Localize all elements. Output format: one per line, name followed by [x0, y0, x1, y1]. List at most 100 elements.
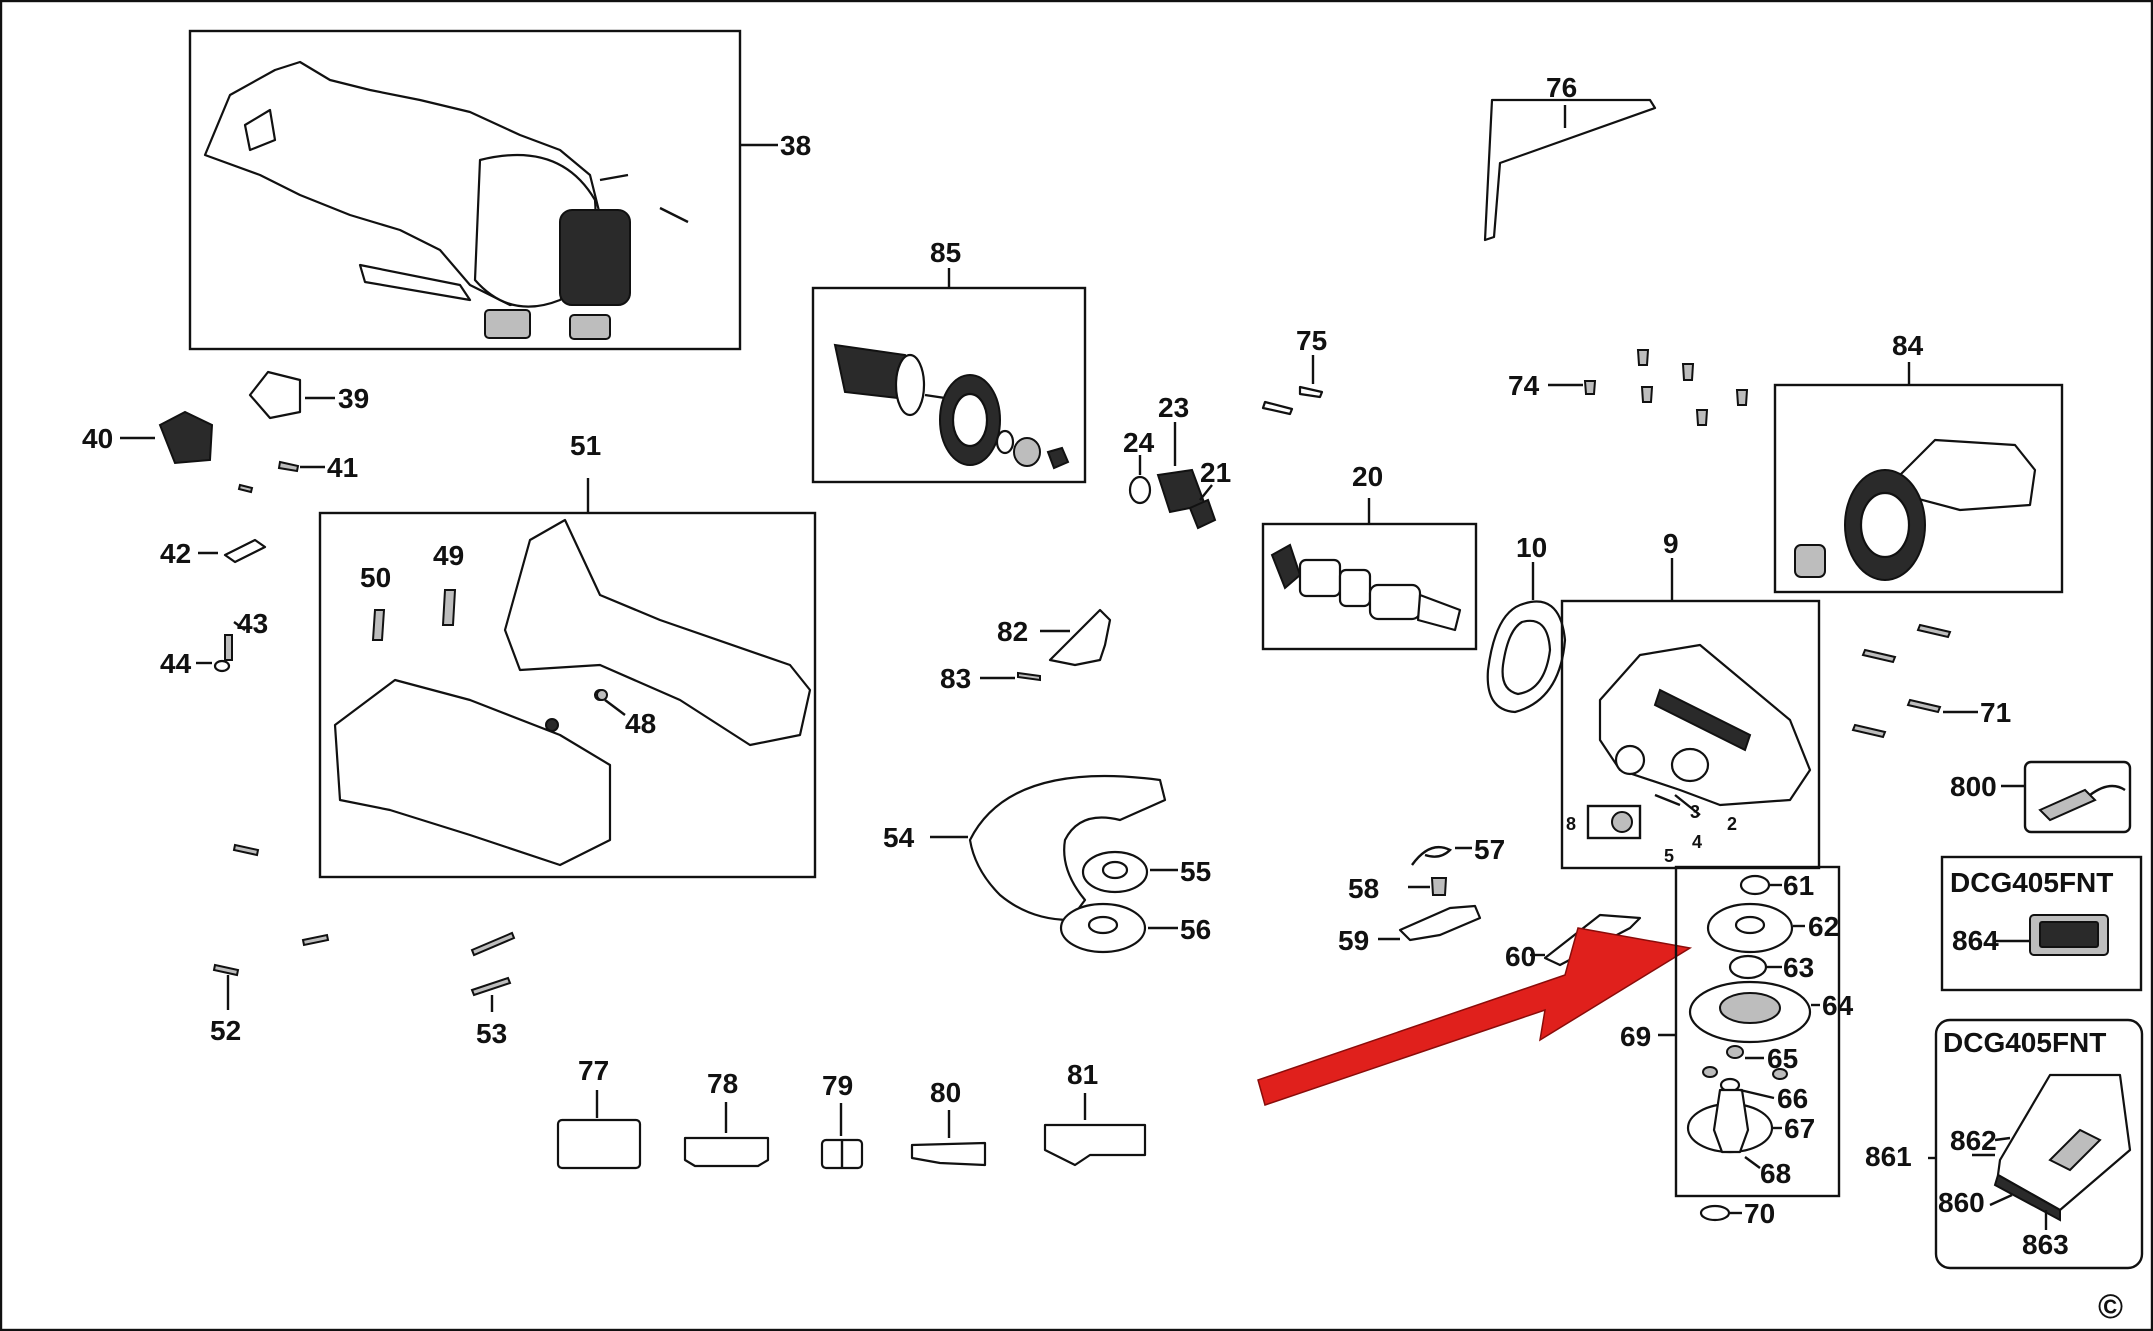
label-862[interactable]: 862 [1950, 1125, 1997, 1156]
part-85-armature[interactable] [811, 286, 1087, 484]
part-20-shaft[interactable] [1261, 522, 1478, 651]
part-74-screws[interactable] [1583, 349, 1749, 426]
part-43-spring[interactable] [224, 634, 233, 661]
label-63[interactable]: 63 [1783, 952, 1814, 983]
part-40-button[interactable] [158, 410, 214, 465]
label-3[interactable]: 3 [1690, 802, 1700, 822]
part-83-pin[interactable] [1017, 671, 1041, 682]
label-864[interactable]: 864 [1952, 925, 1999, 956]
part-68-spindle[interactable] [1712, 1088, 1750, 1154]
label-76[interactable]: 76 [1546, 72, 1577, 103]
label-800[interactable]: 800 [1950, 771, 1997, 802]
label-85[interactable]: 85 [930, 237, 961, 268]
part-82-lever[interactable] [1048, 608, 1112, 667]
part-52-screws[interactable] [212, 843, 330, 977]
part-64-plate[interactable] [1688, 980, 1812, 1044]
part-53-screws[interactable] [470, 931, 516, 997]
label-60[interactable]: 60 [1505, 941, 1536, 972]
label-81[interactable]: 81 [1067, 1059, 1098, 1090]
label-861[interactable]: 861 [1865, 1141, 1912, 1172]
part-56-nut[interactable] [1059, 902, 1147, 954]
part-71-pins[interactable] [1851, 623, 1952, 739]
label-71[interactable]: 71 [1980, 697, 2011, 728]
label-52[interactable]: 52 [210, 1015, 241, 1046]
part-38-assembly[interactable] [188, 29, 742, 351]
part-24-oring[interactable] [1128, 475, 1152, 505]
label-43[interactable]: 43 [237, 608, 268, 639]
label-860[interactable]: 860 [1938, 1187, 1985, 1218]
part-70-ring[interactable] [1699, 1204, 1731, 1222]
label-8[interactable]: 8 [1566, 814, 1576, 834]
label-2[interactable]: 2 [1727, 814, 1737, 834]
label-41[interactable]: 41 [327, 452, 358, 483]
part-69-assembly[interactable] [1674, 865, 1841, 1198]
label-67[interactable]: 67 [1784, 1113, 1815, 1144]
label-65[interactable]: 65 [1767, 1043, 1798, 1074]
label-24[interactable]: 24 [1123, 427, 1155, 458]
label-56[interactable]: 56 [1180, 914, 1211, 945]
label-50[interactable]: 50 [360, 562, 391, 593]
part-54-guard[interactable] [968, 774, 1167, 922]
part-61-washer[interactable] [1739, 874, 1771, 896]
part-48-screw[interactable] [596, 689, 608, 701]
part-800-cable[interactable] [2023, 760, 2132, 834]
label-55[interactable]: 55 [1180, 856, 1211, 887]
label-4[interactable]: 4 [1692, 832, 1702, 852]
label-53[interactable]: 53 [476, 1018, 507, 1049]
part-59-latch[interactable] [1398, 904, 1482, 942]
part-57-spring[interactable] [1411, 845, 1453, 866]
label-48[interactable]: 48 [625, 708, 656, 739]
label-62[interactable]: 62 [1808, 911, 1839, 942]
part-51-housing[interactable] [318, 511, 817, 879]
label-68[interactable]: 68 [1760, 1158, 1791, 1189]
label-58[interactable]: 58 [1348, 873, 1379, 904]
label-44[interactable]: 44 [160, 648, 192, 679]
label-66[interactable]: 66 [1777, 1083, 1808, 1114]
label-38[interactable]: 38 [780, 130, 811, 161]
part-55-flange[interactable] [1081, 850, 1149, 894]
label-83[interactable]: 83 [940, 663, 971, 694]
label-51[interactable]: 51 [570, 430, 601, 461]
part-44-pin[interactable] [213, 659, 231, 673]
part-79-label[interactable] [820, 1138, 864, 1170]
part-21-nut[interactable] [1188, 498, 1217, 530]
label-40[interactable]: 40 [82, 423, 113, 454]
part-76-hex-key[interactable] [1483, 98, 1657, 242]
part-75-screws[interactable] [1261, 385, 1324, 416]
label-70[interactable]: 70 [1744, 1198, 1775, 1229]
part-77-label[interactable] [556, 1118, 642, 1170]
label-20[interactable]: 20 [1352, 461, 1383, 492]
part-9-gear-case[interactable] [1560, 599, 1821, 870]
label-49[interactable]: 49 [433, 540, 464, 571]
part-84-side-handle[interactable] [1773, 383, 2064, 594]
part-39-switch[interactable] [248, 370, 302, 420]
label-39[interactable]: 39 [338, 383, 369, 414]
label-21[interactable]: 21 [1200, 457, 1231, 488]
label-59[interactable]: 59 [1338, 925, 1369, 956]
label-80[interactable]: 80 [930, 1077, 961, 1108]
part-63-bearing[interactable] [1728, 954, 1768, 980]
part-42-bracket[interactable] [223, 538, 267, 564]
label-74[interactable]: 74 [1508, 370, 1540, 401]
part-58-screw[interactable] [1430, 877, 1448, 896]
label-64[interactable]: 64 [1822, 990, 1854, 1021]
part-65-screws[interactable] [1702, 1045, 1788, 1080]
label-54[interactable]: 54 [883, 822, 915, 853]
label-10[interactable]: 10 [1516, 532, 1547, 563]
label-75[interactable]: 75 [1296, 325, 1327, 356]
label-57[interactable]: 57 [1474, 834, 1505, 865]
label-5[interactable]: 5 [1664, 846, 1674, 866]
part-10-ring[interactable] [1486, 600, 1567, 714]
label-23[interactable]: 23 [1158, 392, 1189, 423]
label-61[interactable]: 61 [1783, 870, 1814, 901]
part-80-label[interactable] [910, 1141, 987, 1167]
label-82[interactable]: 82 [997, 616, 1028, 647]
label-69[interactable]: 69 [1620, 1021, 1651, 1052]
part-78-label[interactable] [683, 1136, 770, 1168]
part-62-washer[interactable] [1706, 902, 1794, 954]
label-78[interactable]: 78 [707, 1068, 738, 1099]
label-77[interactable]: 77 [578, 1055, 609, 1086]
label-79[interactable]: 79 [822, 1070, 853, 1101]
label-42[interactable]: 42 [160, 538, 191, 569]
label-863[interactable]: 863 [2022, 1229, 2069, 1260]
